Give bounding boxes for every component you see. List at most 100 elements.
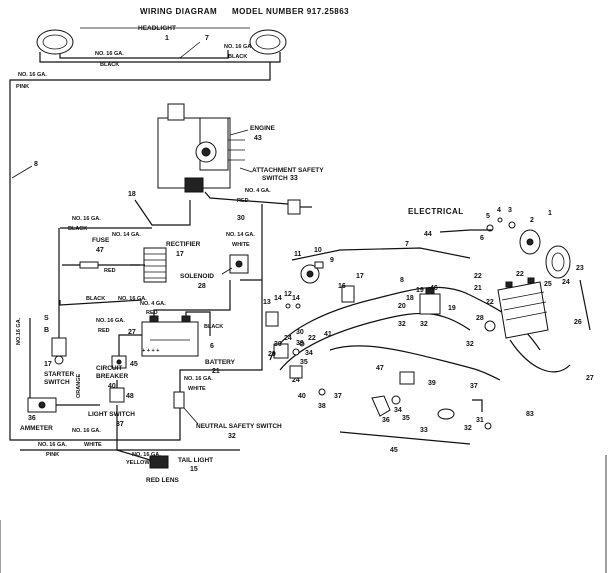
neutral-safety-switch xyxy=(173,391,185,409)
callout-24a: 24 xyxy=(284,335,292,342)
callout-41: 41 xyxy=(324,331,332,338)
rectifier xyxy=(143,247,167,283)
wire-18 xyxy=(134,199,191,226)
callout-46: 46 xyxy=(430,285,438,292)
callout-14b: 14 xyxy=(292,295,300,302)
light-switch-37-exploded xyxy=(399,371,415,385)
callout-37: 37 xyxy=(334,393,342,400)
headlight-assembly-exploded xyxy=(470,217,571,279)
gauge-neutral: NO. 16 GA. xyxy=(184,376,213,382)
battery xyxy=(141,315,199,357)
solenoid-label: SOLENOID xyxy=(180,273,214,280)
harness-wire-7 xyxy=(291,247,471,261)
cb-wire xyxy=(118,334,142,356)
white-label-sol: WHITE xyxy=(232,242,250,248)
part-38 xyxy=(318,388,326,396)
callout-wire-30: 30 xyxy=(237,215,245,222)
callout-39b: 39 xyxy=(428,380,436,387)
ammeter-exploded xyxy=(289,365,303,379)
wire-45 xyxy=(339,431,471,445)
red-lens-label: RED LENS xyxy=(146,477,180,484)
callout-16: 16 xyxy=(338,283,346,290)
headlight-callout: 1 xyxy=(165,35,169,42)
callout-47b: 47 xyxy=(376,365,384,372)
callout-33: 33 xyxy=(420,427,428,434)
callout-19b: 19 xyxy=(448,305,456,312)
callout-30a: 30 xyxy=(274,341,282,348)
tail-light-callout: 15 xyxy=(190,466,198,473)
leader-attachment xyxy=(239,167,253,173)
callout-s: S xyxy=(44,315,49,322)
battery-exploded xyxy=(497,277,549,339)
headlight-left xyxy=(36,29,74,55)
wire-44 xyxy=(439,229,471,233)
pink-main-wire xyxy=(9,62,271,441)
callout-12: 12 xyxy=(284,291,292,298)
callout-26: 26 xyxy=(574,319,582,326)
callout-25: 25 xyxy=(544,281,552,288)
gauge-label-18: NO. 16 GA. xyxy=(72,216,101,222)
ammeter xyxy=(27,397,57,413)
battery-positive-wire xyxy=(153,280,231,316)
callout-wire-7: 7 xyxy=(205,35,209,42)
callout-23: 23 xyxy=(576,265,584,272)
callout-37b: 37 xyxy=(470,383,478,390)
callout-6b: 6 xyxy=(480,235,484,242)
gauge-bottom-2: NO. 16 GA. xyxy=(38,442,67,448)
switch-33-exploded xyxy=(437,408,455,420)
callout-34b: 34 xyxy=(394,407,402,414)
part-34 xyxy=(391,395,401,405)
tail-light-label: TAIL LIGHT xyxy=(178,457,213,464)
gauge14-rect-1: NO. 14 GA. xyxy=(112,232,141,238)
callout-7: 7 xyxy=(405,241,409,248)
callout-10: 10 xyxy=(314,247,322,254)
gauge-bottom-1: NO. 16 GA. xyxy=(72,428,101,434)
callout-40: 40 xyxy=(298,393,306,400)
black-label-2: BLACK xyxy=(228,54,247,60)
circuit-callout: 40 xyxy=(108,383,116,390)
fuse-callout: 47 xyxy=(96,247,104,254)
gauge14-sol: NO. 14 GA. xyxy=(226,232,255,238)
callout-44: 44 xyxy=(424,231,432,238)
callout-b: B xyxy=(44,327,49,334)
callout-22a: 22 xyxy=(308,335,316,342)
ignition-switch-exploded xyxy=(300,261,324,284)
callout-27: 27 xyxy=(128,329,136,336)
neutral-label: NEUTRAL SAFETY SWITCH xyxy=(196,423,282,430)
callout-6: 6 xyxy=(210,343,214,350)
callout-32c: 32 xyxy=(466,341,474,348)
attachment-safety-switch xyxy=(287,199,312,215)
battery-cell-text: + + + + xyxy=(142,348,159,354)
starter-callout: 17 xyxy=(44,361,52,368)
callout-45: 45 xyxy=(130,361,138,368)
leader-wire-8 xyxy=(11,165,33,179)
tail-light xyxy=(149,455,169,469)
wire-starter-ammeter xyxy=(29,318,40,406)
fuse xyxy=(62,261,140,269)
main-harness-2 xyxy=(279,312,471,371)
callout-38: 38 xyxy=(318,403,326,410)
callout-20: 20 xyxy=(398,303,406,310)
callout-83: 83 xyxy=(526,411,534,418)
callout-34: 34 xyxy=(305,350,313,357)
callout-5: 5 xyxy=(486,213,490,220)
leader-wire-7 xyxy=(179,41,201,59)
engine-label: ENGINE xyxy=(250,125,276,132)
elbow-36 xyxy=(371,395,391,417)
plug-17 xyxy=(341,285,355,303)
gauge-cb: NO. 16 GA. xyxy=(96,318,125,324)
neutral-wire-up xyxy=(179,280,263,390)
callout-28: 28 xyxy=(476,315,484,322)
neutral-callout: 32 xyxy=(228,433,236,440)
starter-black-wire xyxy=(59,299,143,306)
light-switch-callout: 37 xyxy=(116,421,124,428)
battery-callout: 21 xyxy=(212,368,220,375)
battery-label: BATTERY xyxy=(205,359,236,366)
yellow-label: YELLOW xyxy=(126,460,150,466)
engine xyxy=(157,103,245,193)
callout-24c: 24 xyxy=(562,279,570,286)
rectifier-callout: 17 xyxy=(176,251,184,258)
callout-1: 1 xyxy=(548,210,552,217)
solenoid-exploded xyxy=(419,287,441,315)
